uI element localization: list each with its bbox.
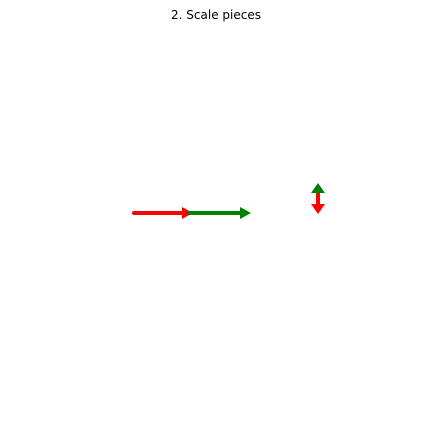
horizontal-red-arrow <box>132 207 193 219</box>
horizontal-arrow-group <box>132 207 251 219</box>
vertical-arrow-group <box>311 183 325 214</box>
diagram-title: 2. Scale pieces <box>171 8 261 22</box>
horizontal-green-arrow <box>187 207 251 219</box>
vertical-red-arrow <box>311 193 325 214</box>
